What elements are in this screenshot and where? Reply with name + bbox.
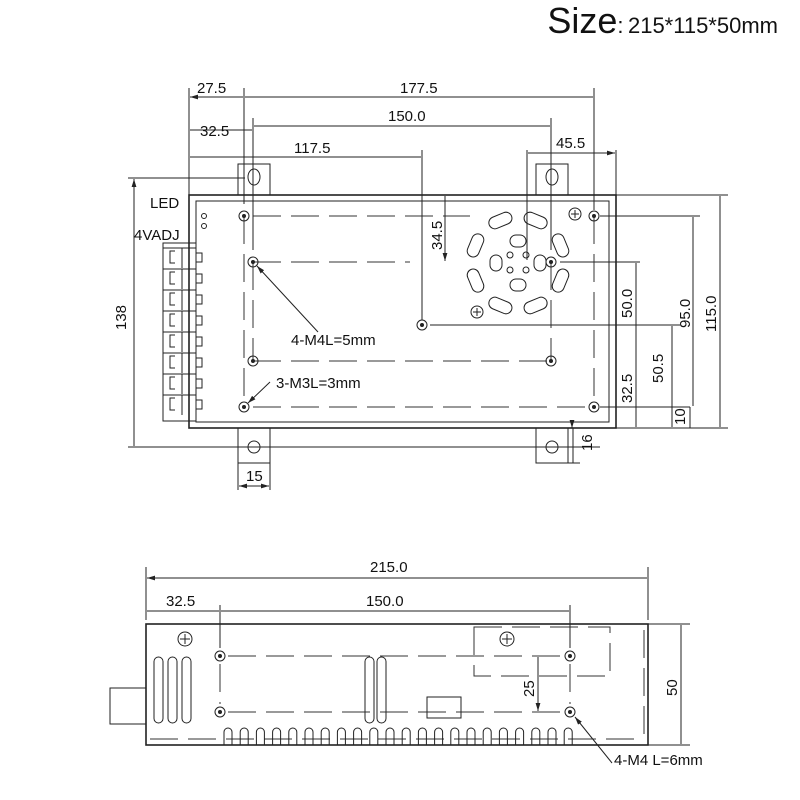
dim-10: 10	[672, 408, 689, 425]
screw-hole-icon	[564, 706, 576, 718]
dim-138: 138	[113, 305, 130, 330]
vent-slot	[181, 656, 192, 724]
dim-27-5: 27.5	[197, 80, 226, 97]
dim-32-5: 32.5	[200, 123, 229, 140]
vent-fin	[255, 727, 265, 745]
screw-icon	[499, 631, 515, 647]
vent-fin	[547, 727, 557, 745]
vadj-pot-icon	[201, 223, 207, 229]
dim-150: 150.0	[388, 108, 426, 125]
vadj-label: 4VADJ	[134, 227, 180, 244]
dim-95: 95.0	[677, 299, 694, 328]
screw-hole-icon	[545, 355, 557, 367]
case-inner	[195, 200, 610, 423]
dim-16: 16	[579, 434, 596, 451]
vent-fin	[450, 727, 460, 745]
dim-50: 50.0	[619, 289, 636, 318]
screw-hole-icon	[238, 401, 250, 413]
dim-45-5: 45.5	[556, 135, 585, 152]
vent-fin	[401, 727, 411, 745]
terminal-icon	[163, 352, 203, 373]
mounting-tabs	[237, 163, 569, 464]
vent-fin	[385, 727, 395, 745]
side-view: 215.0 32.5 150.0 25 50 4-M4 L=6mm	[109, 559, 703, 769]
vent-slot	[167, 656, 178, 724]
vent-fin	[353, 727, 363, 745]
m4-side-screw-label: 4-M4 L=6mm	[614, 752, 703, 769]
vent-fin	[563, 727, 573, 745]
size-title: Size: 215*115*50mm	[547, 0, 778, 42]
vent-slot	[153, 656, 164, 724]
dim-177-5: 177.5	[400, 80, 438, 97]
vent-fin	[515, 727, 525, 745]
terminal-icon	[163, 373, 203, 394]
led-icon	[201, 213, 207, 219]
screw-icon	[470, 305, 484, 319]
vent-fin	[369, 727, 379, 745]
vent-slot	[364, 656, 375, 724]
vent-fin	[466, 727, 476, 745]
terminal-icon	[163, 310, 203, 331]
screw-hole-icon	[214, 706, 226, 718]
dim-117-5: 117.5	[294, 140, 330, 157]
dim-50-5: 50.5	[650, 354, 667, 383]
dim-32-5-side: 32.5	[166, 593, 195, 610]
vent-fin	[304, 727, 314, 745]
vent-fin	[272, 727, 282, 745]
screw-hole-icon	[564, 650, 576, 662]
screw-hole-icon	[416, 319, 428, 331]
side-case-outline	[145, 623, 649, 746]
dim-25: 25	[521, 680, 538, 697]
size-value: 215*115*50mm	[627, 13, 778, 38]
vent-fin	[434, 727, 444, 745]
vent-fin	[320, 727, 330, 745]
dim-215: 215.0	[370, 559, 408, 576]
vent-fin	[417, 727, 427, 745]
dim-115: 115.0	[703, 296, 720, 332]
screw-hole-icon	[214, 650, 226, 662]
vent-fin	[239, 727, 249, 745]
dim-15: 15	[246, 468, 263, 485]
dim-32-5-vertical: 32.5	[619, 374, 636, 403]
terminal-icon	[163, 331, 203, 352]
screw-hole-icon	[588, 401, 600, 413]
dim-50-side: 50	[664, 679, 681, 696]
size-label: Size	[547, 0, 618, 41]
m3-screw-label: 3-M3L=3mm	[276, 375, 361, 392]
screw-hole-icon	[588, 210, 600, 222]
terminal-block	[162, 242, 203, 422]
dim-34-5: 34.5	[429, 221, 446, 250]
vent-fin	[482, 727, 492, 745]
top-view: 27.5 177.5 150.0 32.5 117.5 45.5 138 34.…	[113, 80, 728, 490]
terminal-icon	[163, 289, 203, 310]
led-label: LED	[150, 195, 179, 212]
fan-grille-icon	[466, 211, 570, 315]
vent-fin	[498, 727, 508, 745]
screw-hole-icon	[545, 256, 557, 268]
vent-fin	[223, 727, 233, 745]
size-colon: :	[617, 13, 624, 38]
label-plate	[426, 696, 462, 719]
vent-slot	[376, 656, 387, 724]
terminal-icon	[163, 394, 203, 415]
terminal-side	[109, 687, 147, 725]
vent-fin	[531, 727, 541, 745]
m4-screw-label: 4-M4L=5mm	[291, 332, 376, 349]
vent-fin	[336, 727, 346, 745]
screw-icon	[177, 631, 193, 647]
screw-hole-icon	[247, 355, 259, 367]
screw-icon	[568, 207, 582, 221]
vent-fin	[288, 727, 298, 745]
dim-150-side: 150.0	[366, 593, 404, 610]
